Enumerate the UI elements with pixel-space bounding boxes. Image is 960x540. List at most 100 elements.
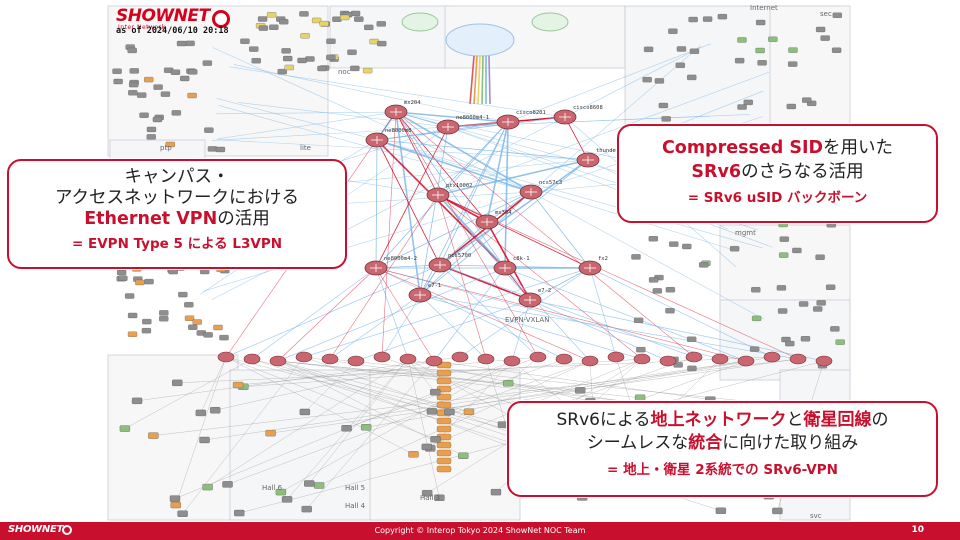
callout-campus-evpn: キャンパス・ アクセスネットワークにおける Ethernet VPNの活用 = … [7,159,347,269]
core-link-line [486,121,509,223]
server-icon [802,97,812,103]
area-label: Hall 5 [345,484,365,492]
router-icon [789,353,807,365]
router-icon [737,355,755,367]
server-icon [170,69,181,75]
access-switch-icon [436,417,452,425]
server-icon [687,336,697,342]
server-icon [200,268,210,275]
page-number: 10 [911,525,924,535]
server-icon [729,246,740,252]
area-label: Internet [750,4,778,12]
edge-switch-icon [313,482,325,489]
router-icon [269,355,287,367]
edge-switch-icon [234,509,245,517]
footer-globe-icon [62,525,72,535]
service-link-line [376,139,735,251]
core-link-line [419,191,532,296]
service-link-line [564,46,702,118]
router-icon [217,351,235,363]
server-icon [779,236,789,242]
server-icon [350,65,360,72]
callout-srv6-line1-rest: を用いた [823,138,894,158]
server-icon [168,268,178,275]
callout-campus-line3-rest: の活用 [217,209,270,229]
server-icon [687,365,697,372]
server-icon [305,56,315,62]
server-icon [702,16,713,22]
edge-switch-icon [199,436,210,444]
router-label: ne8000m4-2 [384,256,417,262]
internet-cloud-icon [445,23,515,57]
callout-satellite-line1: SRv6による地上ネットワークと衛星回線の [509,409,936,432]
callout-srv6-line3: = SRv6 uSID バックボーン [619,187,936,209]
server-icon [788,47,798,53]
access-link-line [375,267,747,362]
server-icon [266,12,277,18]
service-link-line [530,191,765,320]
edge-link-line [200,356,227,414]
edge-link-line [309,358,409,484]
area-label: Hall 4 [345,502,366,510]
router-icon [503,355,521,367]
server-icon [251,58,261,64]
server-icon [347,49,357,55]
edge-switch-icon [222,481,233,488]
server-icon [786,103,796,110]
access-link-line [375,267,721,360]
access-link-line [437,194,487,360]
callout-satellite-srv6-vpn: 地上・衛星 2系統での SRv6-VPN [623,462,838,478]
access-link-line [381,264,441,358]
service-link-line [376,139,763,249]
server-icon [127,312,138,319]
server-icon [188,69,198,75]
shownet-logo: SHOWNET Inter Network [116,8,230,38]
area-label: EVPN-VXLAN [505,316,549,324]
server-icon [648,236,658,242]
logo-globe-icon [212,10,230,28]
edge-switch-icon [265,429,276,437]
server-icon [788,61,798,67]
server-icon [354,16,364,22]
footer-bar: SHOWNET Copyright © Interop Tokyo 2024 S… [0,522,960,540]
access-link-line [381,111,397,358]
server-icon [737,104,747,110]
server-icon [832,12,842,18]
callout-satellite-srv6: SRv6による地上ネットワークと衛星回線の シームレスな統合に向けた取り組み =… [507,401,938,497]
server-icon [257,16,268,22]
server-icon [240,38,250,44]
router-icon [711,353,729,365]
server-icon [187,92,197,99]
edge-switch-icon [422,490,433,497]
server-icon [188,324,198,330]
router-icon [295,351,313,363]
edge-link-line [277,360,532,444]
edge-link-line [153,358,799,436]
router-label: ncs57c3 [539,180,562,186]
edge-switch-icon [575,387,586,394]
router-icon [581,355,599,367]
access-link-line [375,267,565,360]
server-icon [159,316,169,322]
server-icon [687,74,697,81]
router-icon [659,355,677,367]
edge-switch-icon [458,452,469,459]
edge-switch-icon [169,495,181,502]
edge-link-line [270,358,799,434]
server-icon [118,275,128,281]
server-icon [124,293,135,299]
edge-switch-icon [275,488,287,496]
server-icon [675,62,685,68]
edge-link-line [407,358,440,498]
router-icon [321,353,339,365]
server-icon [213,324,223,331]
callout-satellite-ground-network: 地上ネットワーク [650,410,787,430]
router-icon [243,353,261,365]
server-icon [798,301,809,307]
server-icon [631,254,641,260]
callout-satellite-l1a: SRv6による [556,410,651,430]
edge-link-line [207,358,409,488]
server-icon [142,318,152,325]
router-icon [633,353,651,365]
server-icon [376,21,386,27]
